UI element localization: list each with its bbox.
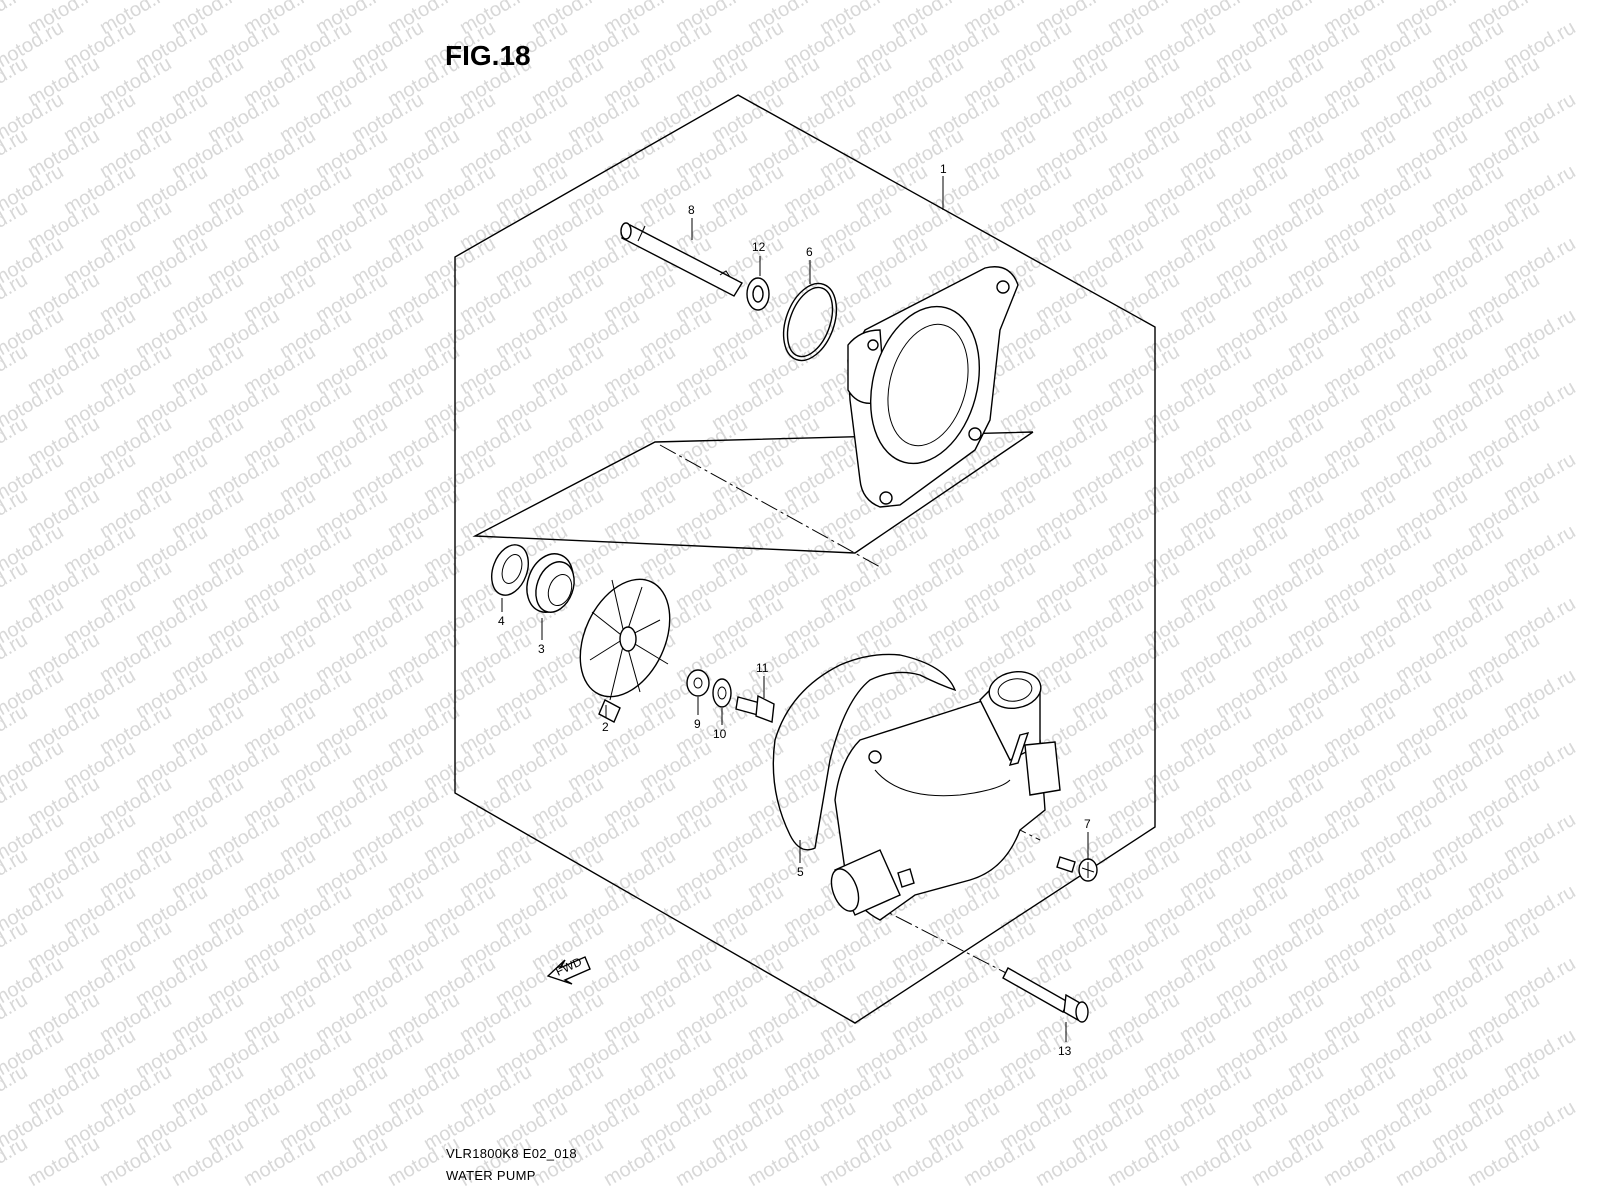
callout-4: 4 [498,614,505,628]
axis-line-lower [869,902,1011,976]
leader-lines [501,176,1089,1042]
figure-title: FIG.18 [445,40,531,71]
axis-line-upper [659,444,881,568]
part-impeller [579,578,671,723]
callout-13: 13 [1058,1044,1072,1058]
callout-6: 6 [806,245,813,259]
assembly-name: WATER PUMP [446,1168,536,1183]
fwd-arrow-icon: FWD [546,954,591,985]
part-bolt-13 [1002,967,1089,1023]
callout-10: 10 [713,727,727,741]
part-oil-seal [491,544,529,596]
part-o-ring [782,282,838,362]
callout-12: 12 [752,240,766,254]
subassembly-bracket [472,431,1034,554]
part-washer-12 [746,277,770,311]
callout-1: 1 [940,162,947,176]
model-code: VLR1800K8 E02_018 [446,1146,577,1161]
part-impeller-bolt [735,694,775,723]
part-washer-10 [712,678,732,708]
part-mechanical-seal [526,553,575,613]
part-screw-7 [1056,856,1098,882]
callout-9: 9 [694,717,701,731]
part-pump-housing [847,266,1019,508]
assembly-outline [454,94,1156,1024]
callout-11: 11 [756,661,769,675]
callout-3: 3 [538,642,545,656]
callout-2: 2 [602,720,609,734]
part-washer-9 [686,669,710,697]
part-pump-case [830,671,1061,921]
part-gasket [772,653,957,851]
callout-5: 5 [797,865,804,879]
callout-8: 8 [688,203,695,217]
part-shaft [620,222,743,297]
callout-7: 7 [1084,817,1091,831]
